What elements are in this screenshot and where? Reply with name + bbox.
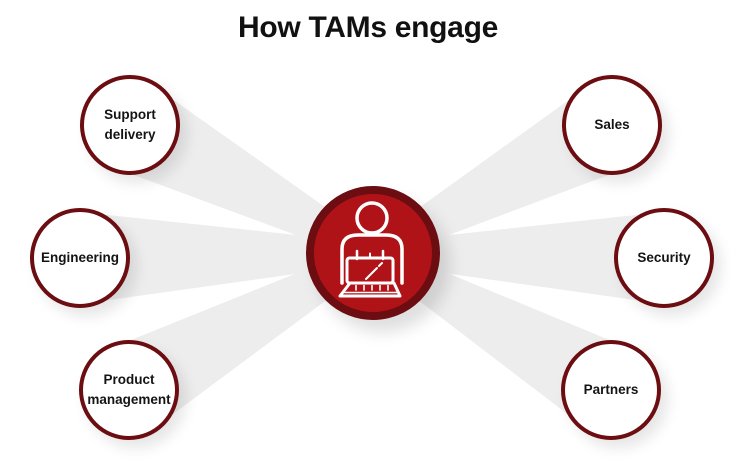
node-label: Partners — [583, 382, 639, 398]
node-label: Engineering — [40, 250, 119, 266]
node-label: Support delivery — [104, 107, 156, 142]
node-engineering: Engineering — [30, 208, 130, 308]
tam-hub-circle — [306, 186, 440, 320]
person-with-laptop-icon — [338, 201, 404, 298]
node-label: Sales — [594, 117, 630, 133]
diagram-title: How TAMs engage — [238, 11, 498, 44]
node-product-management: Product management — [79, 340, 179, 440]
node-label: Security — [637, 250, 691, 266]
beam-engineering — [79, 212, 374, 304]
node-sales: Sales — [562, 75, 662, 175]
beam-security — [372, 212, 665, 304]
node-partners: Partners — [561, 340, 661, 440]
node-security: Security — [614, 208, 714, 308]
node-support-delivery: Support delivery — [80, 75, 180, 175]
node-label: Product management — [87, 372, 171, 407]
